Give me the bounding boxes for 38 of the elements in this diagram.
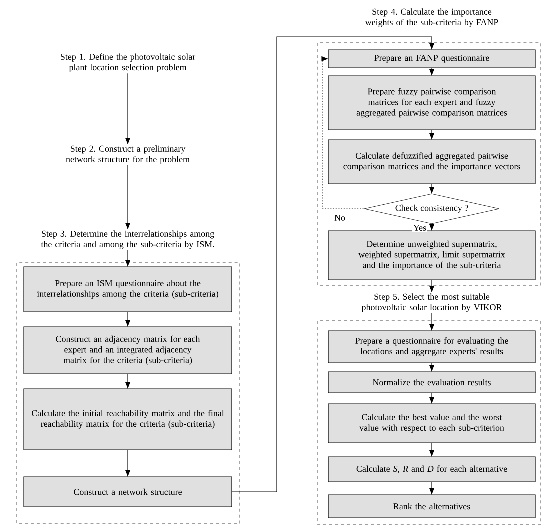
arrow [429, 224, 435, 231]
process-box: Calculate the initial reachability matrix and the final reachability matrix for the criteria (sub-criteria) [24, 388, 232, 450]
arrow [429, 363, 435, 372]
step-heading: Step 2. Construct a preliminary network structure for the problem [66, 146, 190, 164]
arrow [322, 56, 365, 210]
process-box: Prepare an FANP questionnaire [328, 50, 536, 68]
arrow [125, 374, 131, 389]
arrow [429, 393, 435, 404]
process-box: Rank the alternatives [328, 494, 536, 518]
process-box: Construct a network structure [24, 476, 232, 508]
arrow [429, 130, 435, 140]
arrow [429, 482, 435, 495]
step-heading: Step 5. Select the most suitable photovoltaic solar location by VIKOR [362, 294, 502, 312]
arrow [429, 313, 435, 331]
arrow [125, 73, 131, 145]
arrow [429, 68, 435, 76]
edge-label: No [334, 214, 346, 222]
arrow [125, 312, 131, 327]
process-box: Construct an adjacency matrix for each expert and an integrated adjacency matrix for the criteria (sub-criteria) [24, 326, 232, 374]
process-box: Prepare a questionnaire for evaluating the locations and aggregate experts' results [328, 330, 536, 364]
process-box: Prepare fuzzy pairwise comparison matrices for each expert and fuzzy aggregated pairwise comparison matrices [328, 76, 536, 130]
process-box: Calculate S, R and D for each alternative [328, 456, 536, 482]
arrow [125, 165, 131, 230]
process-box: Normalize the evaluation results [328, 372, 536, 394]
arrow [125, 450, 131, 477]
arrow [429, 280, 435, 293]
process-box: Calculate defuzzified aggregated pairwise comparison matrices and the importance vectors [328, 140, 536, 184]
arrow [429, 184, 435, 194]
edge-label: Yes [412, 224, 428, 232]
process-box: Prepare an ISM questionnaire about the interrelationships among the criteria (sub-criteria) [24, 266, 232, 312]
step-heading: Step 3. Determine the interrelationships among the criteria and among the sub-criteria by ISM. [41, 230, 214, 250]
process-box: Calculate the best value and the worst value with respect to each sub-criterion [328, 404, 536, 444]
step-heading: Step 1. Define the photovoltaic solar plant location selection problem [61, 54, 196, 72]
arrow [429, 443, 435, 457]
process-box: Determine unweighted supermatrix, weighted supermatrix, limit supermatrix and the importance of the sub-criteria [328, 230, 536, 280]
arrow [125, 250, 131, 267]
arrow [232, 36, 435, 492]
step-heading: Step 4. Calculate the importance weights of the sub-criteria by FANP [365, 8, 498, 28]
